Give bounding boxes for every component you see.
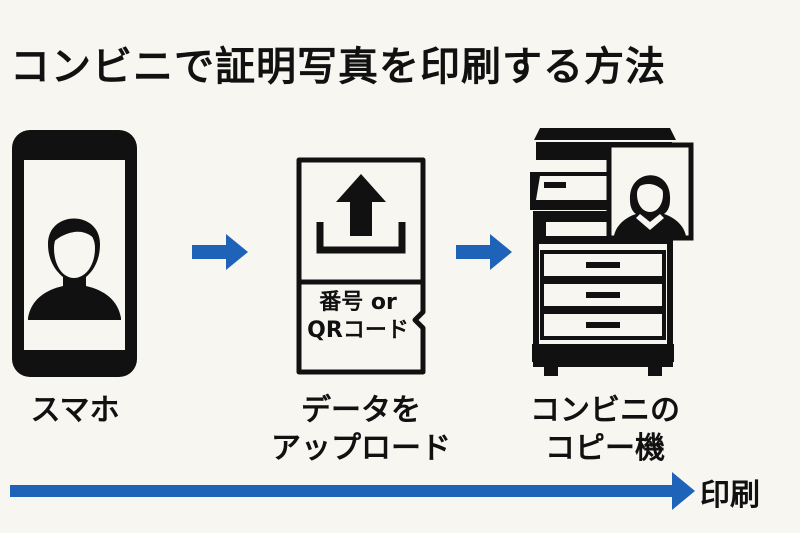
step-label-line: スマホ [30,393,120,428]
timeline-arrow-icon [10,472,695,510]
flow-arrow-icon [192,234,248,270]
smartphone-portrait-icon [12,130,137,377]
copy-machine-icon [530,128,694,376]
card-line: 番号 or [319,290,397,315]
step-label-copy-machine: コンビニの コピー機 [520,392,690,468]
step-label-line: コピー機 [545,431,665,466]
upload-card-icon [296,157,426,375]
step-label-smartphone: スマホ [0,392,150,430]
page-title: コンビニで証明写真を印刷する方法 [10,44,666,90]
step-label-line: データを [301,393,421,428]
flow-arrow-icon [456,234,512,270]
upload-card-text: 番号 or QRコード [299,289,417,345]
step-label-line: アップロード [271,431,451,466]
step-label-line: コンビニの [530,393,680,428]
timeline-end-label: 印刷 [700,478,760,513]
card-line: QRコード [307,318,409,343]
step-label-upload: データを アップロード [256,392,466,468]
